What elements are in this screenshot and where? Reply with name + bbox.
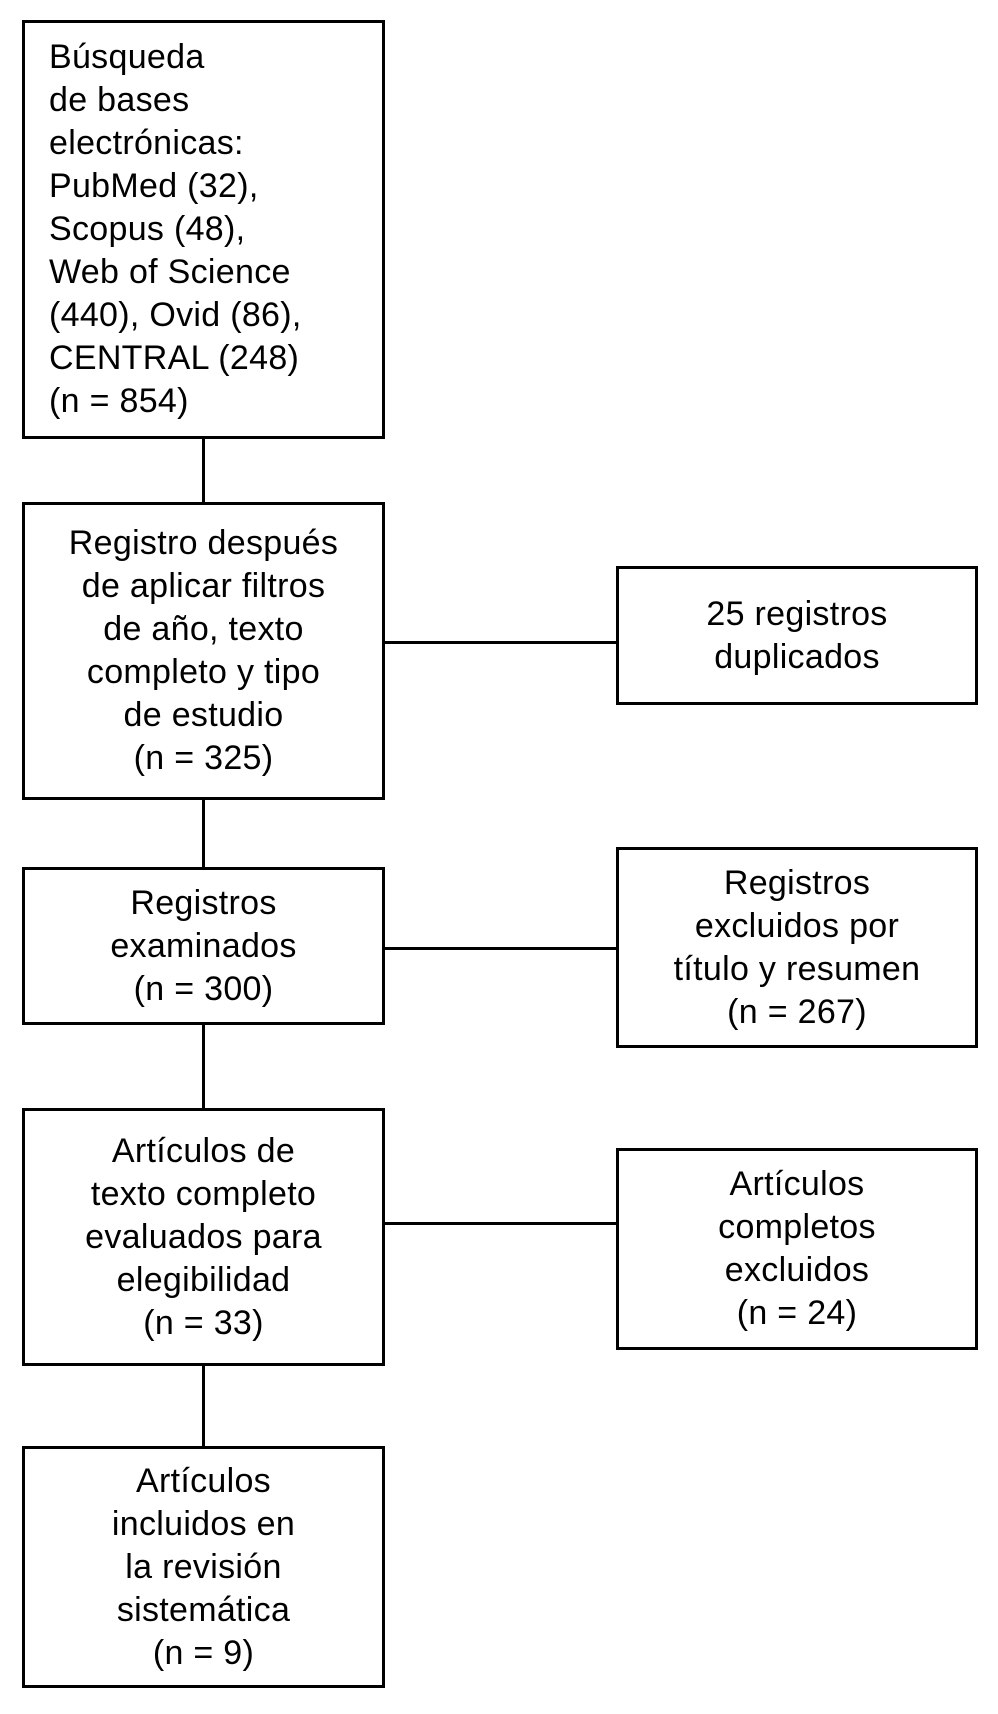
- connector-fulltext-to-excluded-fulltext: [385, 1222, 616, 1225]
- box-included-review: Artículos incluidos en la revisión siste…: [22, 1446, 385, 1688]
- connector-filters-to-duplicates: [385, 641, 616, 644]
- box-records-screened: Registros examinados (n = 300): [22, 867, 385, 1025]
- box-database-search-text: Búsqueda de bases electrónicas: PubMed (…: [49, 38, 302, 420]
- box-database-search: Búsqueda de bases electrónicas: PubMed (…: [22, 20, 385, 439]
- box-excluded-fulltext: Artículos completos excluidos (n = 24): [616, 1148, 978, 1350]
- connector-fulltext-to-included: [202, 1366, 205, 1446]
- box-after-filters-text: Registro después de aplicar filtros de a…: [68, 524, 339, 777]
- connector-screened-to-excluded-title: [385, 947, 616, 950]
- box-included-review-text: Artículos incluidos en la revisión siste…: [111, 1461, 296, 1672]
- box-fulltext-assessed: Artículos de texto completo evaluados pa…: [22, 1108, 385, 1366]
- box-excluded-fulltext-text: Artículos completos excluidos (n = 24): [718, 1165, 876, 1332]
- box-duplicates-removed: 25 registros duplicados: [616, 566, 978, 705]
- box-records-screened-text: Registros examinados (n = 300): [110, 883, 297, 1008]
- box-after-filters: Registro después de aplicar filtros de a…: [22, 502, 385, 800]
- connector-search-to-filters: [202, 439, 205, 502]
- box-duplicates-removed-text: 25 registros duplicados: [706, 594, 888, 676]
- box-excluded-title-abstract-text: Registros excluidos por título y resumen…: [673, 863, 921, 1031]
- box-excluded-title-abstract: Registros excluidos por título y resumen…: [616, 847, 978, 1048]
- connector-filters-to-screened: [202, 800, 205, 867]
- box-fulltext-assessed-text: Artículos de texto completo evaluados pa…: [85, 1131, 322, 1342]
- connector-screened-to-fulltext: [202, 1025, 205, 1108]
